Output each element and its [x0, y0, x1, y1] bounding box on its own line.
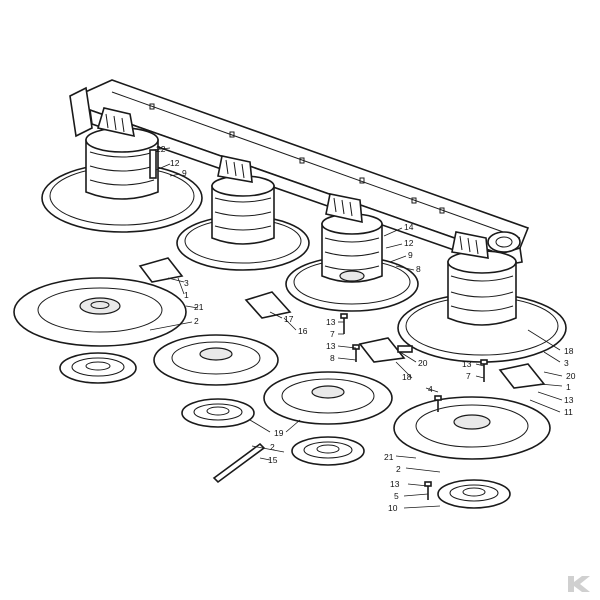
skid-plate-left	[59, 352, 137, 384]
callout-label: 10	[388, 503, 398, 513]
key-rod	[212, 442, 266, 484]
callout-label: 13	[390, 479, 400, 489]
callout-label: 4	[428, 384, 433, 394]
callout-label: 12	[170, 158, 180, 168]
callout-label: 18	[402, 372, 412, 382]
callout-label: 13	[462, 359, 472, 369]
bolt-set	[340, 313, 488, 500]
callout-label: 20	[418, 358, 428, 368]
callout-label: 8	[330, 353, 335, 363]
callout-label: 20	[566, 371, 576, 381]
callout-label: 22	[156, 144, 166, 154]
callout-label: 17	[284, 314, 294, 324]
callout-label: 7	[466, 371, 471, 381]
cutter-drum-3	[285, 193, 419, 312]
callout-label: 14	[404, 222, 414, 232]
callout-label: 9	[408, 250, 413, 260]
cutter-drum-2	[176, 155, 310, 271]
cutting-disc-large-left	[13, 277, 187, 347]
cutting-disc-mid-left	[153, 334, 279, 386]
callout-label: 9	[182, 168, 187, 178]
callout-label: 2	[396, 464, 401, 474]
knife-bracket-3	[358, 337, 413, 363]
callout-label: 18	[564, 346, 574, 356]
skid-plate-mid-left	[181, 398, 255, 428]
kramp-k-logo-icon	[568, 576, 590, 592]
knife-bracket-4	[498, 363, 546, 389]
skid-plate-right	[437, 479, 511, 509]
callout-labels: 22 12 9 3 1 17 16 21 2 14 12 9 8 13 7 13…	[156, 144, 576, 513]
callout-label: 13	[564, 395, 574, 405]
callout-label: 13	[326, 341, 336, 351]
callout-label: 21	[194, 302, 204, 312]
knife-bracket-1	[138, 257, 184, 283]
skid-plate-mid-right	[291, 436, 365, 466]
leader-lines	[149, 147, 563, 509]
callout-label: 13	[326, 317, 336, 327]
callout-label: 2	[270, 442, 275, 452]
callout-label: 1	[566, 382, 571, 392]
callout-label: 3	[184, 278, 189, 288]
callout-label: 12	[404, 238, 414, 248]
knife-bracket-2	[244, 291, 292, 319]
cutting-disc-mid-right	[263, 371, 393, 425]
callout-label: 3	[564, 358, 569, 368]
cutter-drum-1	[41, 107, 203, 233]
callout-label: 2	[194, 316, 199, 326]
callout-label: 19	[274, 428, 284, 438]
callout-label: 1	[184, 290, 189, 300]
callout-label: 16	[298, 326, 308, 336]
callout-label: 11	[564, 407, 573, 417]
callout-label: 21	[384, 452, 394, 462]
callout-label: 8	[416, 264, 421, 274]
callout-label: 5	[394, 491, 399, 501]
callout-label: 7	[330, 329, 335, 339]
cutting-disc-large-right	[393, 396, 551, 460]
cutter-drum-4	[397, 231, 567, 363]
callout-label: 15	[268, 455, 278, 465]
